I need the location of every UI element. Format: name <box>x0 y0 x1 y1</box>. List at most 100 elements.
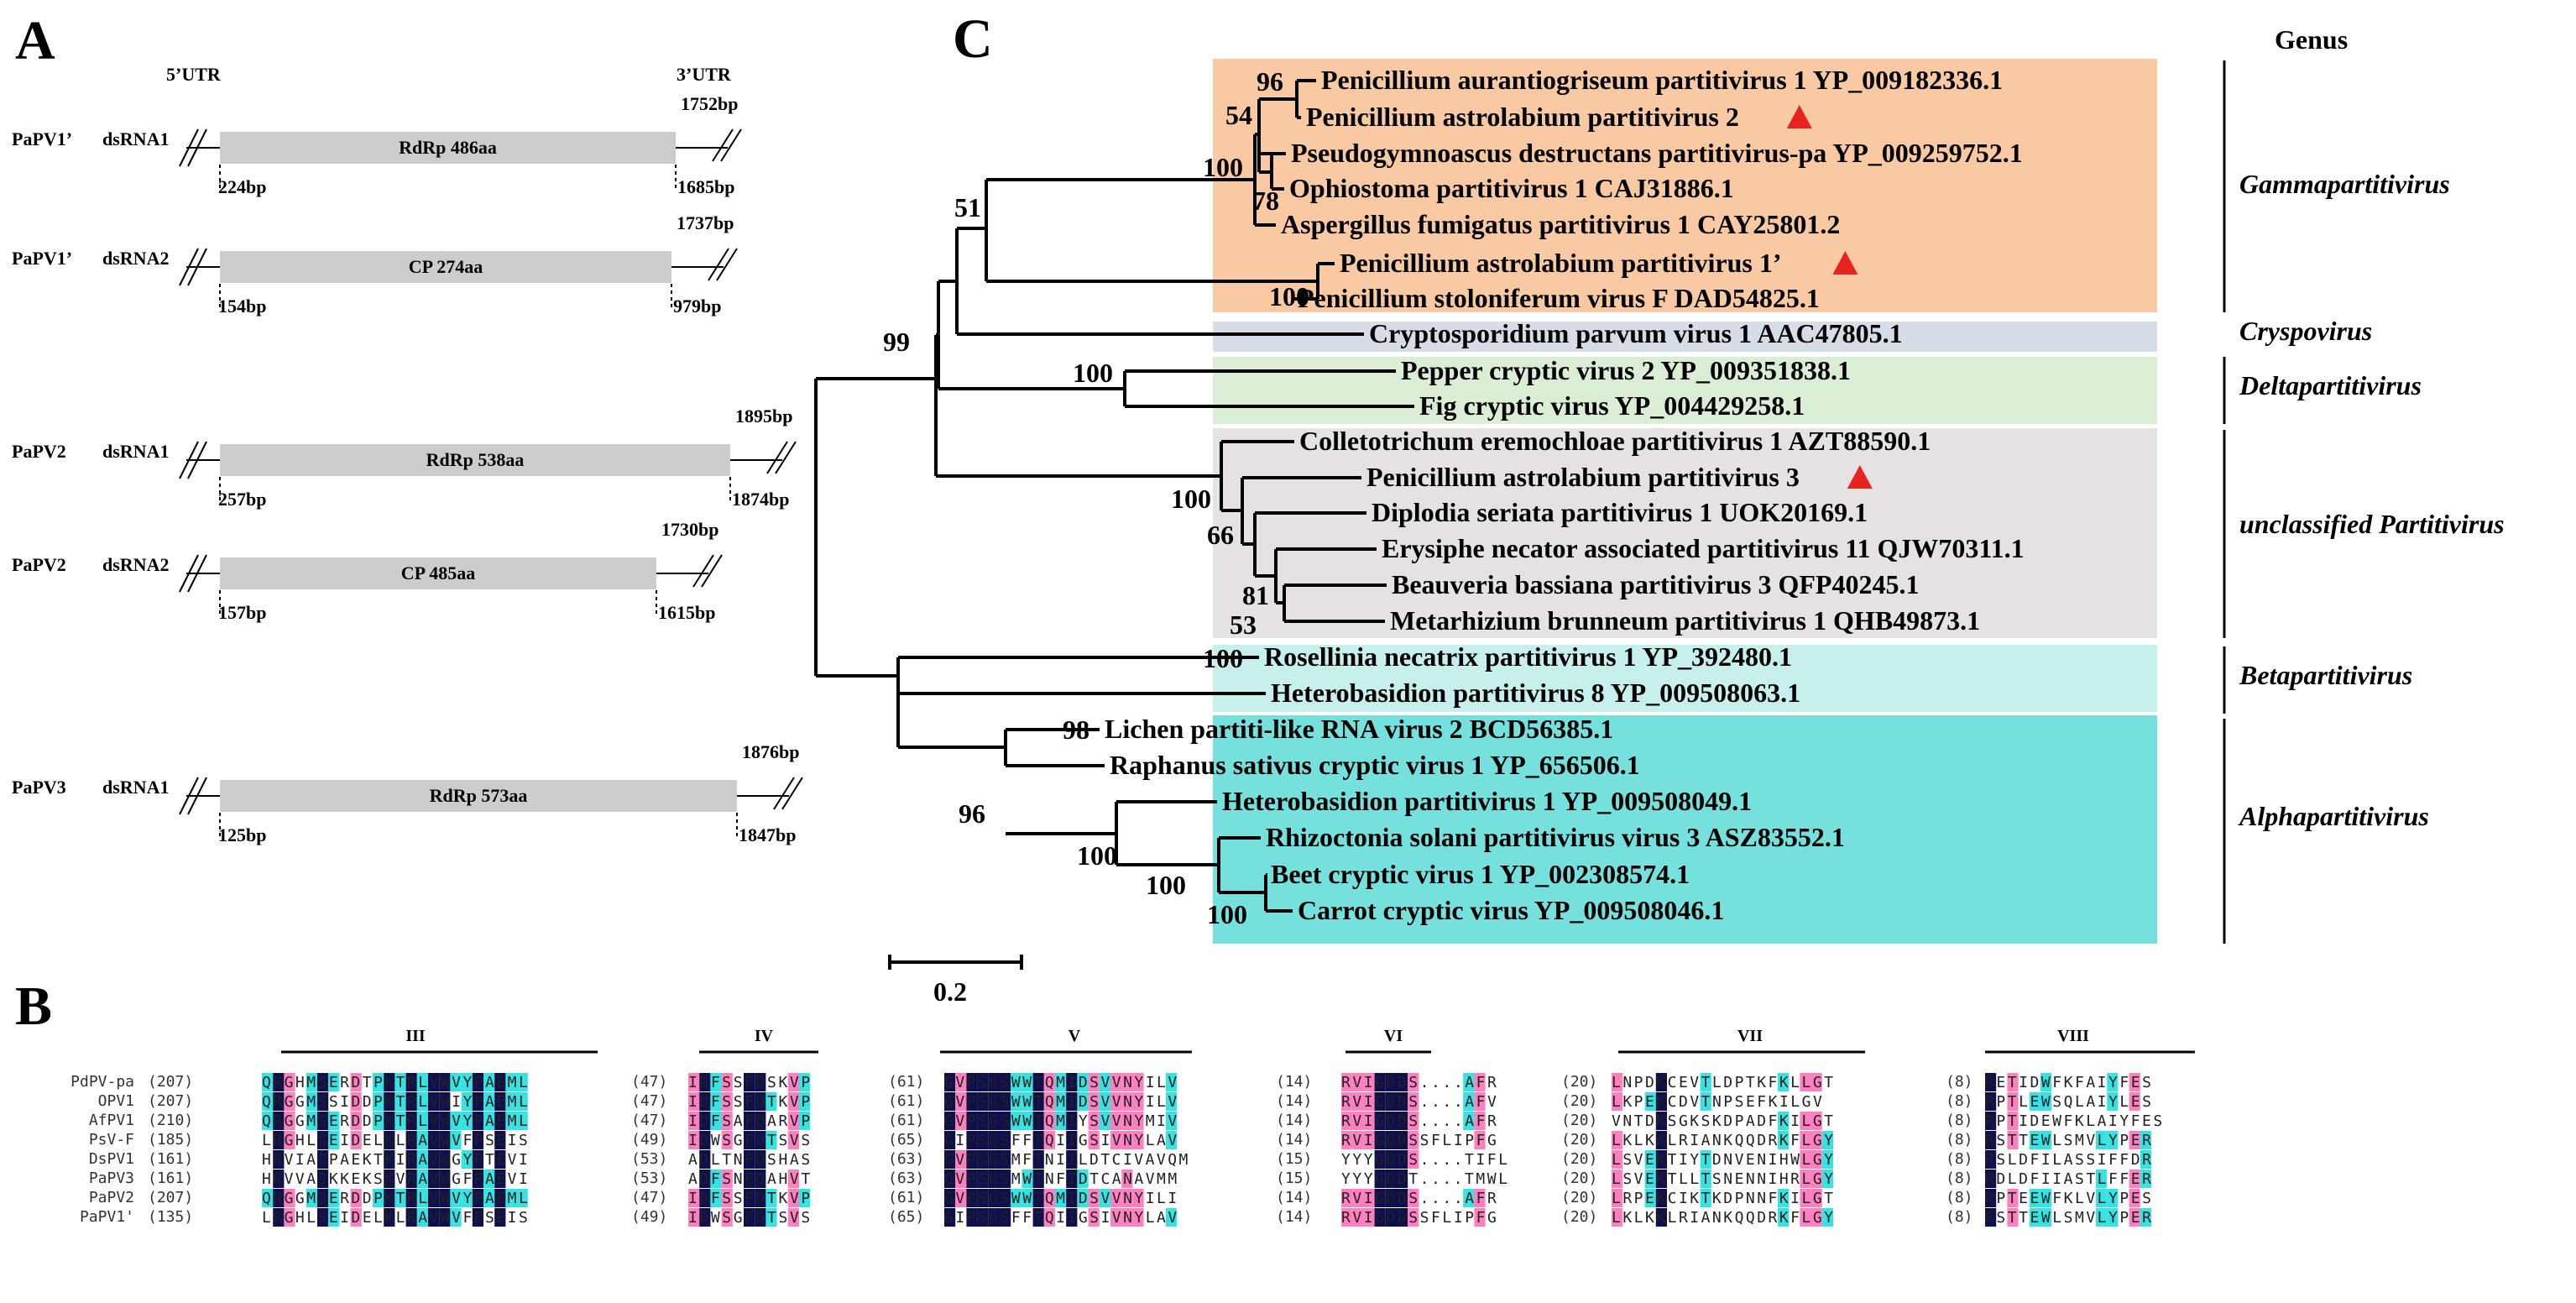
residue-cell <box>1121 1170 1133 1188</box>
residue-cell <box>1778 1073 1790 1091</box>
residue-cell <box>1374 1150 1386 1169</box>
residue-cell <box>1385 1131 1397 1149</box>
residue-cell <box>755 1208 766 1227</box>
residue-cell <box>405 1131 417 1149</box>
residue-cell <box>1463 1189 1475 1207</box>
aligned-sequence: LKPEKCDVTNPSEFKILGV <box>1612 1093 1822 1111</box>
residue-cell <box>1088 1208 1100 1227</box>
residue-cell <box>721 1092 733 1111</box>
residue-cell <box>284 1073 295 1091</box>
residue-cell <box>405 1150 417 1169</box>
residue-cell <box>1474 1131 1486 1149</box>
residue-cell <box>494 1131 506 1149</box>
residue-cell <box>2129 1208 2140 1227</box>
residue-cell <box>988 1208 1000 1227</box>
residue-cell <box>1811 1073 1822 1091</box>
orf-start-label: 157bp <box>218 602 266 623</box>
residue-cell <box>439 1208 451 1227</box>
gap-length: (20) <box>1561 1092 1597 1110</box>
genus-labels: GammapartitivirusCryspovirusDeltapartiti… <box>2238 169 2505 831</box>
residue-cell <box>699 1189 711 1207</box>
residue-cell <box>1811 1170 1822 1188</box>
residue-cell <box>384 1131 395 1149</box>
panel-c-phylogeny: Genus Penicillium aurantiogriseum partit… <box>814 24 2505 1007</box>
residue-cell <box>710 1170 722 1188</box>
residue-cell <box>416 1150 428 1169</box>
residue-cell <box>461 1092 473 1111</box>
residue-cell <box>1011 1092 1022 1111</box>
residue-cell <box>494 1073 506 1091</box>
residue-cell <box>416 1073 428 1091</box>
segment-length: 1737bp <box>677 212 734 233</box>
residue-cell <box>1341 1092 1353 1111</box>
residue-cell <box>787 1189 799 1207</box>
residue-cell <box>1341 1073 1353 1091</box>
residue-cell <box>955 1073 967 1091</box>
bootstrap-value: 96 <box>959 798 985 829</box>
residue-cell <box>483 1092 495 1111</box>
residue-cell <box>1985 1170 1997 1188</box>
residue-cell <box>373 1073 384 1091</box>
aligned-sequence: RVIGDDSSFLIPFG <box>1341 1132 1497 1149</box>
tree-leaf-label: Penicillium astrolabium partitivirus 1’ <box>1340 248 1782 278</box>
residue-cell <box>1397 1092 1408 1111</box>
residue-cell <box>373 1189 384 1207</box>
residue-cell <box>1099 1112 1110 1130</box>
residue-cell <box>428 1131 440 1149</box>
residue-cell <box>765 1208 777 1227</box>
bootstrap-value: 100 <box>1203 643 1243 673</box>
residue-cell <box>1821 1150 1833 1169</box>
residue-cell <box>384 1092 395 1111</box>
genus-label: Gammapartitivirus <box>2239 169 2450 199</box>
residue-cell <box>1700 1073 1711 1091</box>
residue-cell <box>405 1170 417 1188</box>
aligned-sequence: RETIDWFKFAIYFES <box>1985 1074 2151 1091</box>
residue-cell <box>284 1092 295 1111</box>
protein-label: RdRp 538aa <box>426 449 525 470</box>
residue-cell <box>699 1092 711 1111</box>
sequence-name: PdPV-pa <box>71 1073 134 1091</box>
residue-cell <box>428 1189 440 1207</box>
residue-cell <box>1655 1189 1667 1207</box>
residue-cell <box>1385 1208 1397 1227</box>
residue-cell <box>1132 1092 1144 1111</box>
residue-cell <box>1032 1208 1044 1227</box>
residue-cell <box>262 1112 274 1130</box>
residue-cell <box>1121 1092 1133 1111</box>
virus-name: PaPV2 <box>12 441 66 462</box>
orf-end-label: 1874bp <box>732 489 789 510</box>
gap-length: (20) <box>1561 1150 1597 1168</box>
residue-cell <box>977 1131 989 1149</box>
sequence-start: (135) <box>148 1208 193 1226</box>
residue-cell <box>699 1150 711 1169</box>
residue-cell <box>721 1073 733 1091</box>
break-mark-3 <box>720 128 742 162</box>
residue-cell <box>328 1189 340 1207</box>
tree-leaf-label: Pseudogymnoascus destructans partitiviru… <box>1291 138 2023 168</box>
gap-length: (14) <box>1276 1131 1312 1149</box>
residue-cell <box>1811 1189 1822 1207</box>
residue-cell <box>1032 1170 1044 1188</box>
tree-leaf-label: Metarhizium brunneum partitivirus 1 QHB4… <box>1390 605 1980 636</box>
residue-cell <box>1341 1131 1353 1149</box>
residue-cell <box>944 1131 956 1149</box>
tree-leaf-label: Pepper cryptic virus 2 YP_009351838.1 <box>1401 355 1851 385</box>
bootstrap-value: 53 <box>1230 610 1257 640</box>
residue-cell <box>2040 1073 2052 1091</box>
gap-length: (47) <box>631 1189 667 1206</box>
residue-cell <box>405 1073 417 1091</box>
residue-cell <box>988 1189 1000 1207</box>
residue-cell <box>384 1112 395 1130</box>
residue-cell <box>1612 1073 1623 1091</box>
tree-leaf-label: Diplodia seriata partitivirus 1 UOK20169… <box>1372 497 1868 527</box>
gap-length: (14) <box>1276 1112 1312 1129</box>
gap-length: (8) <box>1946 1112 1973 1129</box>
residue-cell <box>1066 1170 1078 1188</box>
residue-cell <box>1385 1092 1397 1111</box>
residue-cell <box>1408 1131 1419 1149</box>
break-mark-5 <box>179 248 199 286</box>
residue-cell <box>1385 1112 1397 1130</box>
residue-cell <box>439 1170 451 1188</box>
virus-name: PaPV3 <box>12 777 66 798</box>
residue-cell <box>2007 1208 2019 1227</box>
